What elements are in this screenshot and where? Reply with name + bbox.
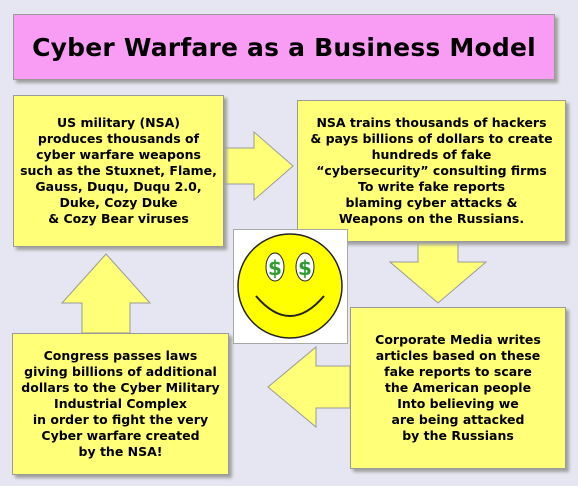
nsa-hackers-line: blaming cyber attacks & bbox=[345, 195, 518, 210]
smiley-face bbox=[237, 233, 343, 339]
right-eye bbox=[295, 252, 315, 282]
military-line: such as the Stuxnet, Flame, bbox=[20, 163, 217, 178]
media-line: fake reports to scare bbox=[384, 364, 532, 379]
media-line: the American people bbox=[384, 380, 532, 395]
military-line: produces thousands of bbox=[37, 131, 200, 146]
nsa-hackers-box: NSA trains thousands of hackers & pays b… bbox=[297, 100, 566, 242]
congress-line: Congress passes laws bbox=[43, 348, 198, 363]
title-box: Cyber Warfare as a Business Model bbox=[13, 14, 555, 80]
left-dollar-sign: $ bbox=[268, 256, 282, 280]
right-dollar-sign: $ bbox=[298, 256, 312, 280]
congress-box: Congress passes laws giving billions of … bbox=[12, 333, 229, 475]
military-line: cyber warfare weapons bbox=[36, 147, 201, 162]
smiley-face-icon: $ $ bbox=[237, 233, 343, 339]
media-line: Corporate Media writes bbox=[375, 332, 541, 347]
congress-line: giving billions of additional bbox=[24, 364, 217, 379]
arrow-right bbox=[221, 130, 294, 202]
nsa-hackers-line: To write fake reports bbox=[357, 179, 506, 194]
congress-line: by the NSA! bbox=[78, 444, 163, 459]
military-line: Gauss, Duqu, Duqu 2.0, bbox=[35, 179, 202, 194]
military-box: US military (NSA) produces thousands of … bbox=[13, 95, 224, 247]
nsa-hackers-line: & pays billions of dollars to create bbox=[310, 131, 553, 146]
nsa-hackers-line: hundreds of fake bbox=[371, 147, 492, 162]
nsa-hackers-line: Weapons on the Russians. bbox=[338, 211, 525, 226]
page-title: Cyber Warfare as a Business Model bbox=[32, 32, 536, 62]
left-eye bbox=[265, 252, 285, 282]
nsa-hackers-line: NSA trains thousands of hackers bbox=[316, 115, 547, 130]
military-line: US military (NSA) bbox=[56, 115, 181, 130]
arrow-down bbox=[388, 239, 488, 304]
media-line: are being attacked bbox=[391, 412, 525, 427]
money-smiley: $ $ bbox=[233, 229, 348, 344]
congress-line: Cyber warfare created bbox=[41, 428, 200, 443]
media-line: by the Russians bbox=[402, 428, 514, 443]
nsa-hackers-line: “cybersecurity” consulting firms bbox=[316, 163, 547, 178]
media-line: Into believing we bbox=[397, 396, 519, 411]
military-line: Duke, Cozy Duke bbox=[59, 195, 178, 210]
congress-line: in order to fight the very bbox=[32, 412, 209, 427]
media-line: articles based on these bbox=[375, 348, 541, 363]
congress-line: Industrial Complex bbox=[54, 396, 187, 411]
media-box: Corporate Media writes articles based on… bbox=[350, 307, 566, 469]
arrow-up bbox=[60, 253, 152, 334]
arrow-left bbox=[267, 345, 351, 429]
smile-mouth bbox=[255, 295, 325, 317]
congress-line: dollars to the Cyber Military bbox=[21, 380, 220, 395]
military-line: & Cozy Bear viruses bbox=[48, 211, 189, 226]
